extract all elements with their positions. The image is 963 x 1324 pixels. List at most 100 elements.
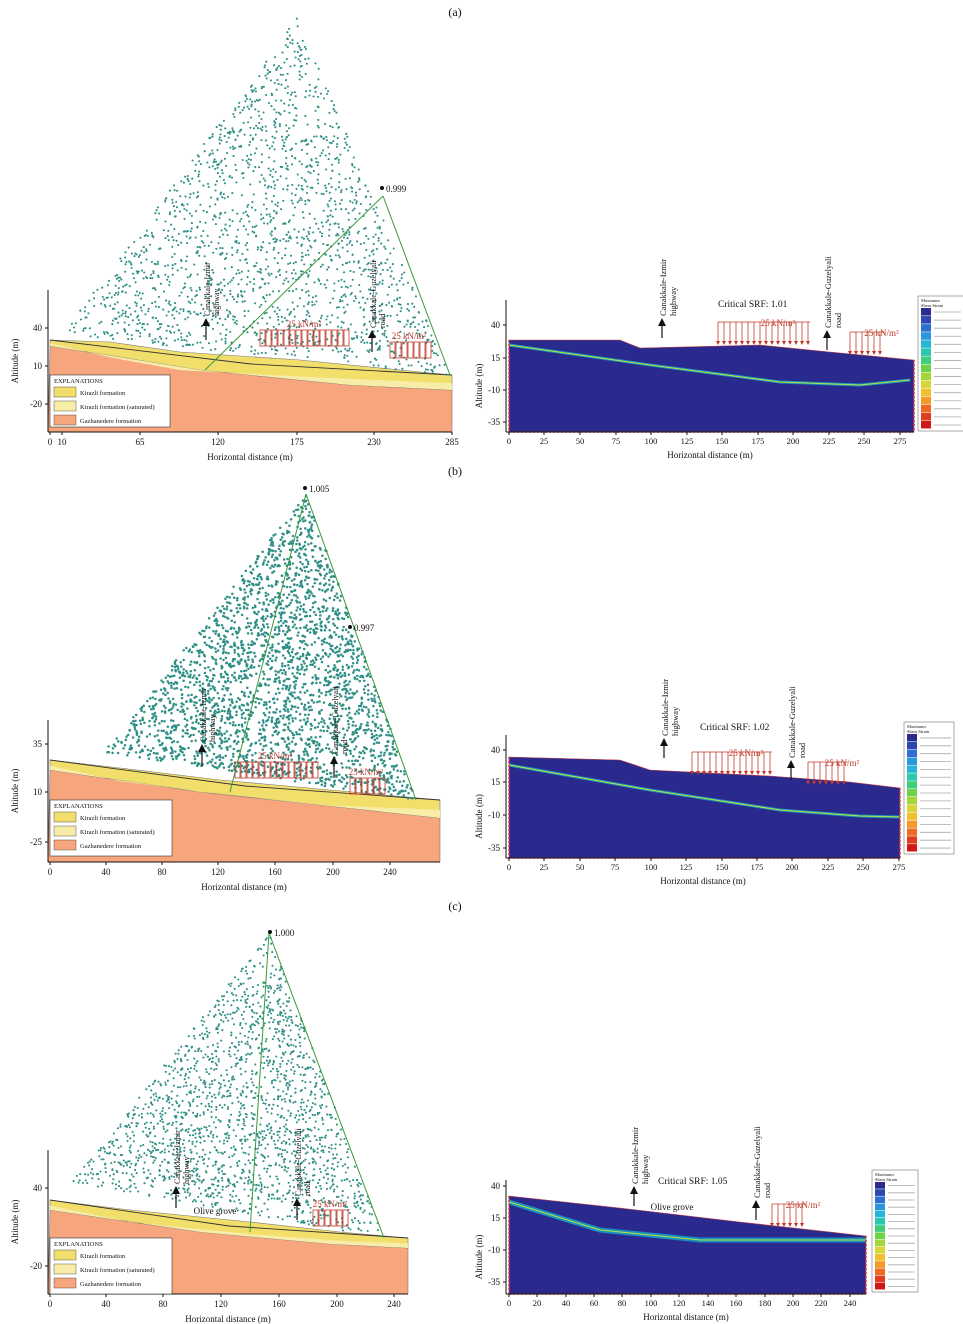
road-label: highway [182,1156,191,1184]
distributed-load [288,761,295,779]
load-arrow-head [716,341,720,345]
legend-item-label: Kirazli formation [80,1253,126,1260]
critical-srf-label: Critical SRF: 1.05 [658,1177,728,1187]
load-arrow-head [752,341,756,345]
critical-centre-marker [348,625,352,629]
load-arrow-head [818,781,822,785]
y-axis-label: Altitude (m) [10,1200,20,1245]
distributed-load [294,761,301,779]
distributed-load [373,777,380,795]
legend-item-label: Kirazli formation [80,390,126,397]
x-tick-label: 200 [787,436,800,446]
x-tick-label: 180 [759,1298,772,1308]
load-arrow-head [764,341,768,345]
load-arrow-head [824,781,828,785]
load-arrow-head [734,341,738,345]
x-tick-label: 10 [58,437,68,447]
distributed-load [271,329,278,347]
load-label: 25 kN/m² [392,331,427,341]
legend-item-label: Gazhanedere formation [80,843,142,850]
legend-item-label: Kirazli formation (saturated) [80,829,155,836]
road-label: road [797,742,807,758]
legend-item-label: Gazhanedere formation [80,418,142,425]
distributed-load [312,761,319,779]
y-axis-label: Altitude (m) [10,339,20,384]
road-label: highway [670,706,680,736]
x-tick-label: 175 [751,862,764,872]
distributed-load [379,777,386,795]
road-arrow-head [202,318,210,326]
distributed-load [234,761,241,779]
strain-legend-title: Maximum [907,724,926,729]
load-arrow-head [740,341,744,345]
y-tick-label: 15 [491,777,501,787]
x-tick-label: 150 [716,436,729,446]
critical-srf-label: Critical SRF: 1.02 [700,723,770,733]
legend-swatch [53,1277,77,1289]
load-arrow-head [756,771,760,775]
load-arrow-head [866,351,870,355]
y-tick-label: 40 [491,320,501,330]
x-tick-label: 100 [645,1298,658,1308]
load-arrow-head [788,1223,792,1227]
x-tick-label: 50 [576,436,585,446]
load-arrow-head [746,341,750,345]
strain-legend-swatch [875,1189,885,1196]
road-label: Canakkale-Izmir [630,1127,640,1184]
strain-legend-swatch [875,1261,885,1268]
strain-legend-swatch [875,1232,885,1240]
load-label: 25 kN/m² [258,751,293,761]
road-label: Canakkale-Guzelyali [331,686,340,754]
factor-of-safety-label: 1.005 [309,484,330,494]
load-arrow-head [878,351,882,355]
distributed-load [336,1209,343,1227]
road-label: highway [668,286,678,316]
strain-legend-swatch [907,741,917,750]
x-tick-label: 80 [159,1299,169,1309]
strain-legend-swatch [907,796,917,805]
load-arrow-head [738,771,742,775]
road-label: highway [208,714,217,742]
load-arrow-head [800,1223,804,1227]
critical-centre-marker [268,930,272,934]
strain-legend-swatch [875,1282,885,1290]
slip-surface [49,339,453,376]
strain-legend-swatch [875,1275,885,1283]
load-arrow-head [708,771,712,775]
x-tick-label: 120 [214,1299,228,1309]
distributed-load [295,329,302,347]
distributed-load [289,329,296,347]
x-tick-label: 100 [645,436,658,446]
load-arrow-head [848,351,852,355]
road-label: road [340,740,349,754]
distributed-load [319,329,326,347]
x-tick-label: 50 [576,862,585,872]
distributed-load [355,777,362,795]
y-tick-label: -25 [30,837,42,847]
road-arrow-head [787,760,795,768]
strain-legend-swatch [921,340,931,348]
legend-swatch [53,414,77,426]
strain-legend-swatch [875,1268,885,1276]
load-arrow-head [714,771,718,775]
y-tick-label: 15 [491,1213,501,1223]
distributed-load [306,761,313,779]
load-arrow-head [690,771,694,775]
distributed-load [337,329,344,347]
distributed-load [324,1209,331,1227]
road-label: road [833,312,843,328]
road-arrow-head [658,318,666,326]
road-label: Canakkale-Guzelyali [369,260,378,328]
distributed-load [407,341,414,359]
distributed-load [313,329,320,347]
x-tick-label: 100 [645,862,658,872]
strain-legend-swatch [907,757,917,765]
distributed-load [361,777,368,795]
critical-srf-label: Critical SRF: 1.01 [718,300,788,310]
road-label: Canakkale-Guzelyali [752,1126,762,1198]
strain-legend-swatch [921,388,931,397]
x-tick-label: 40 [102,867,112,877]
load-arrow-head [782,1223,786,1227]
distributed-load [301,329,308,347]
